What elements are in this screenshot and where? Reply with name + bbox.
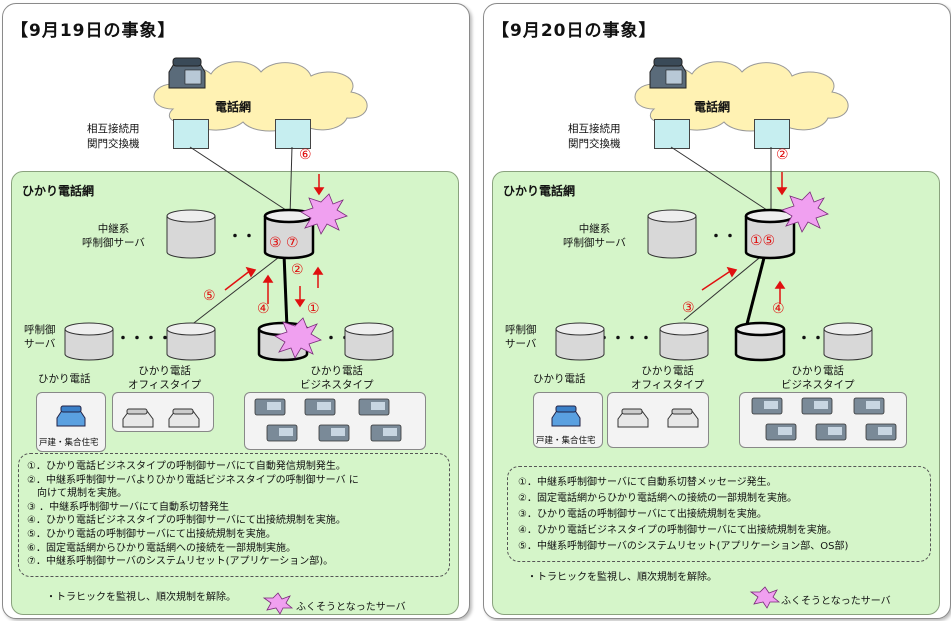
panel-title: 【9月20日の事象】 xyxy=(492,21,657,41)
note-item: ⑤．ひかり電話の呼制御サーバにて出接続規制を実施。 xyxy=(27,528,276,540)
note-item: ⑥．固定電話網からひかり電話網への接続を一部規制実施。 xyxy=(27,542,296,554)
note-item: ②．中継系呼制御サーバよりひかり電話ビジネスタイプの呼制御サーバ に xyxy=(27,474,359,486)
note-item: ⑦．中継系呼制御サーバのシステムリセット(アプリケーション部)。 xyxy=(27,556,334,568)
marker-6: ⑥ xyxy=(299,147,312,163)
right-panel: 【9月20日の事象】 電話網 相互接続用 関門交換機 ひかり電話網 中継系 呼制… xyxy=(483,3,951,619)
call-control-label: 呼制御 サーバ xyxy=(505,324,537,350)
marker-4: ④ xyxy=(772,301,785,317)
congestion-burst-icon xyxy=(274,317,322,359)
panel-title: 【9月19日の事象】 xyxy=(11,21,176,41)
call-control-server-1 xyxy=(555,322,605,361)
relay-server-1 xyxy=(647,209,697,259)
gateway-label: 相互接続用 関門交換機 xyxy=(87,123,140,150)
business-phones-icon xyxy=(254,398,402,442)
marker-4: ④ xyxy=(257,301,270,317)
service-business-label: ひかり電話 ビジネスタイプ xyxy=(300,365,374,391)
service-office-label: ひかり電話 オフィスタイプ xyxy=(128,365,202,391)
relay-server-congested xyxy=(263,208,315,260)
marker-3-7: ③ ⑦ xyxy=(269,235,299,251)
notes-box: ①．中継系呼制御サーバにて自動系切替メッセージ発生。 ②．固定電話網からひかり電… xyxy=(507,466,931,562)
call-control-server-1 xyxy=(64,322,114,361)
call-control-label: 呼制御 サーバ xyxy=(24,324,56,350)
marker-5: ⑤ xyxy=(203,288,216,304)
home-phone-icon xyxy=(551,405,581,427)
congestion-burst-icon xyxy=(300,193,348,235)
notes-box: ①．ひかり電話ビジネスタイプの呼制御サーバにて自動発信規制発生。 ②．中継系呼制… xyxy=(18,453,450,577)
relay-server-label: 中継系 呼制御サーバ xyxy=(563,223,626,249)
note-item: ①．ひかり電話ビジネスタイプの呼制御サーバにて自動発信規制発生。 xyxy=(27,461,346,472)
gateway-switch-box xyxy=(654,119,690,149)
dots: ・・ xyxy=(709,229,737,245)
service-home-label: ひかり電話 xyxy=(38,373,91,385)
notes-list: ①．ひかり電話ビジネスタイプの呼制御サーバにて自動発信規制発生。 ②．中継系呼制… xyxy=(27,460,449,569)
office-phone-icon xyxy=(122,408,154,428)
marker-3: ③ xyxy=(682,300,695,316)
traffic-note: ・トラヒックを監視し、順次規制を解除。 xyxy=(527,572,717,583)
network-title: ひかり電話網 xyxy=(22,184,95,198)
legend-label: ふくそうとなったサーバ xyxy=(781,596,891,607)
dots: ・・・・ xyxy=(116,331,172,347)
relay-server-label: 中継系 呼制御サーバ xyxy=(82,223,145,249)
relay-server-1 xyxy=(166,209,216,259)
gateway-switch-box xyxy=(173,119,209,149)
office-phone-icon xyxy=(617,408,649,428)
service-home-label: ひかり電話 xyxy=(533,373,586,385)
note-item: ⑤．中継系呼制御サーバのシステムリセット(アプリケーション部、OS部) xyxy=(518,541,849,552)
relay-server-congested xyxy=(744,208,796,260)
left-panel: 【9月19日の事象】 電話網 相互接続用 関門交換機 ひかり電話網 中継系 呼制… xyxy=(2,3,470,619)
telephone-icon xyxy=(649,57,687,89)
marker-1-5: ①⑤ xyxy=(750,233,776,249)
home-phone-icon xyxy=(56,405,86,427)
note-item: 向けて規制を実施。 xyxy=(27,488,127,500)
office-phone-icon xyxy=(667,408,699,428)
cloud-label: 電話網 xyxy=(694,100,731,114)
dots: ・・ xyxy=(228,229,256,245)
business-phones-icon xyxy=(751,397,897,441)
call-control-server-business xyxy=(734,321,786,362)
note-item: ④．ひかり電話ビジネスタイプの呼制御サーバにて出接続規制を実施。 xyxy=(518,525,837,536)
call-control-server-office xyxy=(659,322,709,361)
right-diagram xyxy=(555,146,873,362)
note-item: ③．ひかり電話の呼制御サーバにて出接続規制を実施。 xyxy=(518,509,767,520)
marker-2: ② xyxy=(776,147,789,163)
call-control-server-4 xyxy=(344,322,394,361)
marker-1: ① xyxy=(307,301,320,317)
call-control-server-4 xyxy=(823,322,873,361)
office-phone-icon xyxy=(168,408,200,428)
cloud-label: 電話網 xyxy=(215,100,252,114)
note-item: ②．固定電話網からひかり電話網への接続の一部規制を実施。 xyxy=(518,493,797,504)
congestion-burst-icon xyxy=(781,191,829,233)
home-box-label: 戸建・集合住宅 xyxy=(39,438,99,448)
dots: ・・・・ xyxy=(597,331,653,347)
marker-2: ② xyxy=(291,262,304,278)
call-control-server-office xyxy=(166,322,216,361)
notes-list: ①．中継系呼制御サーバにて自動系切替メッセージ発生。 ②．固定電話網からひかり電… xyxy=(518,475,930,555)
gateway-label: 相互接続用 関門交換機 xyxy=(568,123,621,150)
gateway-switch-box xyxy=(275,119,311,149)
note-item: ④．ひかり電話ビジネスタイプの呼制御サーバにて出接続規制を実施。 xyxy=(27,515,346,527)
note-item: ①．中継系呼制御サーバにて自動系切替メッセージ発生。 xyxy=(518,477,777,488)
service-business-label: ひかり電話 ビジネスタイプ xyxy=(781,365,855,391)
note-item: ③ ．中継系呼制御サーバにて自動系切替発生 xyxy=(27,501,230,513)
telephone-icon xyxy=(168,57,206,89)
service-office-label: ひかり電話 オフィスタイプ xyxy=(631,365,705,391)
left-diagram xyxy=(64,146,394,362)
legend-burst-icon xyxy=(262,592,294,615)
legend-burst-icon xyxy=(749,586,781,609)
dots: ・・ xyxy=(797,331,825,347)
legend-label: ふくそうとなったサーバ xyxy=(296,602,406,613)
network-title: ひかり電話網 xyxy=(503,184,576,198)
traffic-note: ・トラヒックを監視し、順次規制を解除。 xyxy=(46,592,236,603)
home-box-label: 戸建・集合住宅 xyxy=(536,436,596,446)
gateway-switch-box xyxy=(754,119,790,149)
